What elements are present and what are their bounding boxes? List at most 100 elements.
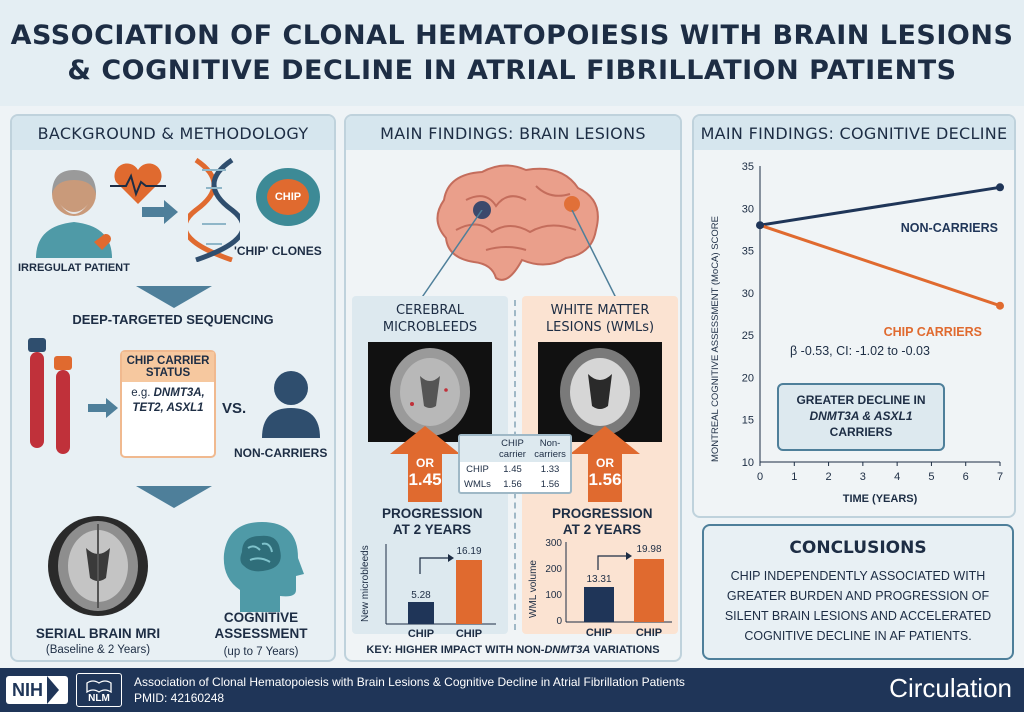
series-point-start [756,221,764,230]
y-tick-label: 30 [742,203,754,215]
brain-icon [436,164,599,281]
moca-line-chart: MONTREAL COGNITIVE ASSESSMENT (MoCA) SCO… [710,161,1004,505]
moca-xlabel: TIME (YEARS) [843,493,918,505]
wml-xlabel-1: CHIP [586,627,612,639]
key-suffix: VARIATIONS [590,644,660,656]
microbleeds-bar-2 [456,560,482,624]
wml-xlabel-2: CHIP [636,627,662,639]
moca-ylabel: MONTREAL COGNITIVE ASSESSMENT (MoCA) SCO… [710,216,721,462]
chip-cell-icon: CHIP [256,168,320,226]
carrier-eg: e.g. [131,387,151,399]
table-cell: 1.56 [503,479,522,490]
wml-bar-1 [584,587,614,622]
patient-label: IRREGULAT PATIENT [18,262,130,274]
footer-pmid: PMID: 42160248 [134,691,225,705]
or-arrow-wml: OR 1.56 [570,426,640,502]
wml-ytick: 200 [545,564,562,575]
y-tick-label: 35 [742,246,754,258]
key-text: KEY: HIGHER IMPACT WITH NON-DNMT3A VARIA… [346,644,680,656]
table-cell: 1.33 [540,464,560,475]
wml-ytick: 0 [556,616,562,627]
arrow-right-icon [142,200,178,224]
beta-text: β -0.53, CI: -1.02 to -0.03 [790,344,930,358]
footer-citation: Association of Clonal Hematopoiesis with… [134,675,685,689]
noncarriers-label: NON-CARRIERS [234,446,328,460]
journal-logo: Circulation [889,673,1012,703]
wml-ylabel: WML volume [528,560,539,618]
or-value-microbleeds: 1.45 [408,470,442,489]
footer-bar: NIH NLM Association of Clonal Hematopoie… [0,668,1024,712]
down-arrow-icon [136,286,212,308]
x-tick-label: 1 [791,471,797,483]
head-brain-icon [223,522,304,612]
table-header-1: CHIP carrier [499,438,526,460]
noncarriers-series-label: NON-CARRIERS [901,221,998,235]
microbleeds-bar-chart: New microbleeds 5.28 16.19 CHIP CHIP [360,544,496,640]
microbleeds-title: CEREBRAL MICROBLEEDS [382,303,478,335]
wml-bar-chart: WML volume 300 200 100 0 13.31 19.98 CHI… [528,538,672,639]
series-point-noncarriers [996,183,1004,192]
y-tick-label: 20 [742,372,754,384]
carrier-status-box: CHIP CARRIER STATUS e.g. DNMT3A, TET2, A… [120,350,216,458]
decline-box [777,383,945,451]
or-table: CHIP carrier Non-carriers CHIP 1.45 1.33… [458,434,572,494]
or-arrow-microbleeds: OR 1.45 [390,426,460,502]
brain-lesions-heading: MAIN FINDINGS: BRAIN LESIONS [346,116,680,150]
chip-clones-label: 'CHIP' CLONES [234,244,322,258]
table-row: WMLs 1.56 1.56 [460,477,570,492]
microbleeds-xlabel-1: CHIP [408,628,434,640]
person-icon [262,371,320,438]
cognitive-panel: MAIN FINDINGS: COGNITIVE DECLINE MONTREA… [692,114,1016,518]
cog-sub: (up to 7 Years) [223,646,299,658]
key-prefix: KEY: HIGHER IMPACT WITH NON- [366,644,545,656]
table-cell: 1.45 [503,464,522,475]
microbleeds-value-1: 5.28 [411,590,431,601]
microbleeds-bar-1 [408,602,434,624]
or-value-wml: 1.56 [588,470,622,489]
connector-lines [415,210,621,307]
sequencing-label: DEEP-TARGETED SEQUENCING [72,312,274,327]
microbleeds-ylabel: New microbleeds [360,545,371,622]
nih-logo: NIH [6,676,68,704]
wml-bar-2 [634,559,664,622]
decline-box-line3: CARRIERS [830,425,893,439]
x-tick-label: 0 [757,471,763,483]
nlm-book-icon [86,680,112,693]
table-cell: 1.56 [540,479,560,490]
series-line-chip-carriers [759,223,1001,308]
table-header-0 [460,436,495,462]
carrier-genes: DNMT3A, TET2, ASXL1 [132,387,205,414]
y-tick-label: 15 [742,415,754,427]
x-tick-label: 5 [928,471,934,483]
dna-icon [188,158,240,262]
y-tick-label: 25 [742,330,754,342]
mri-sub: (Baseline & 2 Years) [45,644,151,656]
wml-ytick: 100 [545,590,562,601]
or-label-1: OR [416,456,434,470]
progression-title-microbleeds: PROGRESSION AT 2 YEARS [382,506,483,537]
mri-brain-icon [48,516,148,616]
microbleeds-value-2: 16.19 [456,546,481,557]
cog-title: COGNITIVE ASSESSMENT [214,610,308,641]
series-line-noncarriers [759,185,1001,227]
microbleeds-xlabel-2: CHIP [456,628,482,640]
conclusions-box: CONCLUSIONS CHIP INDEPENDENTLY ASSOCIATE… [702,524,1014,660]
carrier-status-title: CHIP CARRIER STATUS [122,352,214,382]
y-tick-label: 30 [742,288,754,300]
table-cell: WMLs [464,479,491,490]
wml-value-2: 19.98 [636,544,661,555]
x-tick-label: 6 [963,471,969,483]
arrow-right-icon-2 [88,398,118,418]
mri-title: SERIAL BRAIN MRI [35,626,161,641]
background-heading: BACKGROUND & METHODOLOGY [12,116,334,150]
key-gene: DNMT3A [544,644,591,656]
nlm-logo-text: NLM [88,693,110,704]
table-header-2: Non-carriers [534,438,566,460]
wml-mri-image [538,342,662,442]
x-tick-label: 3 [860,471,866,483]
title-banner: ASSOCIATION OF CLONAL HEMATOPOIESIS WITH… [0,0,1024,106]
title-line-2: & COGNITIVE DECLINE IN ATRIAL FIBRILLATI… [67,55,957,86]
y-tick-label: 10 [742,457,754,469]
microbleeds-mri-image [368,342,492,442]
chip-carriers-series-label: CHIP CARRIERS [884,325,982,339]
